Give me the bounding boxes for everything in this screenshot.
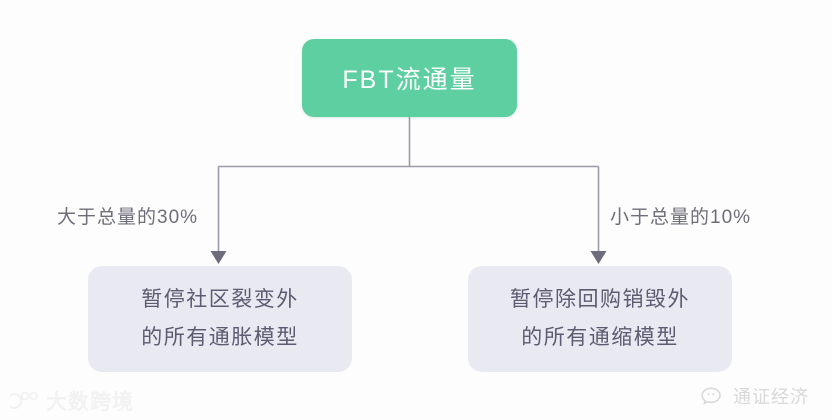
node-leaf-right-line-2: 的所有通缩模型 [521, 326, 679, 349]
edge-label-left-text: 大于总量的30% [57, 207, 199, 228]
node-leaf-right-line-1: 暂停除回购销毁外 [510, 288, 690, 311]
node-root-label: FBT流通量 [342, 66, 477, 94]
node-leaf-left-line-2: 的所有通胀模型 [141, 326, 299, 349]
edge-label-left-condition: 大于总量的30% [57, 202, 198, 229]
edge-label-right-condition: 小于总量的10% [610, 202, 751, 229]
node-leaf-pause-inflation-models[interactable]: 暂停社区裂变外 的所有通胀模型 [88, 266, 352, 372]
node-root-fbt-circulation[interactable]: FBT流通量 [302, 39, 517, 117]
node-leaf-left-text: 暂停社区裂变外 的所有通胀模型 [106, 281, 334, 357]
edge-label-right-text: 小于总量的10% [610, 207, 752, 228]
node-leaf-right-text: 暂停除回购销毁外 的所有通缩模型 [486, 281, 714, 357]
node-leaf-pause-deflation-models[interactable]: 暂停除回购销毁外 的所有通缩模型 [468, 266, 732, 372]
node-leaf-left-line-1: 暂停社区裂变外 [141, 288, 299, 311]
